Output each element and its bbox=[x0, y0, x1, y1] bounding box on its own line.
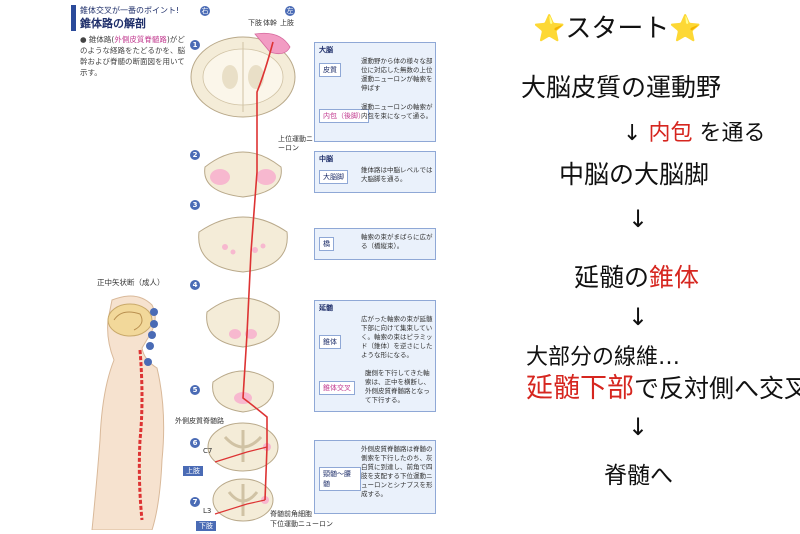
anterior-horn-cell-label: 脊髄前角細胞 bbox=[270, 510, 312, 518]
lower-medulla-highlight: 延髄下部 bbox=[526, 373, 634, 404]
lateral-tract-label: 外側皮質脊髄路 bbox=[175, 417, 224, 425]
figure-title: 錐体路の解剖 bbox=[80, 17, 146, 30]
start-heading: ⭐スタート⭐ bbox=[533, 8, 702, 45]
level-marker-1: 1 bbox=[190, 40, 200, 50]
lower-limb-tag: 下肢 bbox=[196, 521, 216, 531]
cerebral-peduncle-tag: 大脳脚 bbox=[319, 170, 348, 184]
label-trunk-top: 体幹 bbox=[263, 19, 277, 27]
arrow-down-icon-3: ↓ bbox=[628, 303, 649, 331]
l3-label: L3 bbox=[203, 507, 212, 515]
cortex-description: 運動野から体の様々な部位に対応した無数の上位運動ニューロンが軸索を伸ばす bbox=[361, 57, 433, 92]
corticospinal-tract-line bbox=[242, 41, 274, 501]
cerebrum-box: 大脳 皮質 運動野から体の様々な部位に対応した無数の上位運動ニューロンが軸索を伸… bbox=[314, 42, 436, 142]
star-icon-right: ⭐ bbox=[669, 14, 702, 44]
level-marker-5: 5 bbox=[190, 385, 200, 395]
step-most-fibers: 大部分の線維… bbox=[526, 345, 681, 370]
decussation-description: 腹側を下行してきた軸索は、正中を横断し、外側皮質脊髄路となって下行する。 bbox=[365, 369, 430, 404]
cerebrum-box-title: 大脳 bbox=[319, 46, 333, 54]
cerebral-peduncle-description: 錐体路は中脳レベルでは大脳脚を通る。 bbox=[361, 166, 433, 183]
midbrain-box: 中脳 大脳脚 錐体路は中脳レベルでは大脳脚を通る。 bbox=[314, 151, 436, 193]
start-label: スタート bbox=[565, 14, 670, 44]
cortex-tag: 皮質 bbox=[319, 63, 341, 77]
upper-medulla-section bbox=[206, 297, 280, 348]
step-cerebral-peduncle: 中脳の大脳脚 bbox=[559, 160, 710, 189]
internal-capsule-highlight: 内包 bbox=[648, 121, 693, 146]
level-marker-2: 2 bbox=[190, 150, 200, 160]
c7-label: C7 bbox=[203, 447, 213, 455]
sagittal-body-diagram bbox=[91, 295, 165, 530]
pons-tag: 橋 bbox=[319, 237, 334, 251]
medulla-prefix: 延髄の bbox=[574, 263, 650, 292]
medulla-box: 延髄 錐体 広がった軸索の束が延髄下部に向けて集束していく。軸索の束はピラミッド… bbox=[314, 300, 436, 412]
lower-limb-branch-line bbox=[214, 499, 266, 515]
pons-description: 軸索の束がまばらに広がる（橋縦束）。 bbox=[361, 233, 433, 250]
pyramid-highlight: 錐体 bbox=[649, 263, 700, 292]
intro-pre: ● 錐体路( bbox=[80, 35, 115, 44]
medulla-box-title: 延髄 bbox=[319, 304, 333, 312]
level-marker-7: 7 bbox=[190, 497, 200, 507]
internal-capsule-tag: 内包（後脚） bbox=[319, 109, 369, 123]
step-decussation: 延髄下部で反対側へ交叉 bbox=[526, 366, 800, 405]
spinal-cord-tag: 頸髄〜腰髄 bbox=[319, 467, 361, 491]
lower-motor-neuron-label: 下位運動ニューロン bbox=[270, 520, 333, 528]
intro-highlight: 外側皮質脊髄路 bbox=[114, 35, 167, 44]
right-side-label: 右 bbox=[200, 6, 210, 16]
header-accent-bar bbox=[71, 5, 76, 31]
pons-section bbox=[198, 216, 288, 273]
figure-kicker: 錐体交叉が一番のポイント! bbox=[80, 6, 180, 15]
star-icon-left: ⭐ bbox=[533, 14, 566, 44]
arrow-down-icon-2: ↓ bbox=[628, 205, 649, 233]
label-upper-limb-top: 上肢 bbox=[280, 19, 294, 27]
arrow-down-icon-4: ↓ bbox=[628, 413, 649, 441]
decussation-suffix: で反対側へ交叉 bbox=[634, 374, 800, 403]
label-lower-limb-top: 下肢 bbox=[248, 19, 262, 27]
internal-capsule-suffix: を通る bbox=[699, 121, 766, 146]
spinal-box: 頸髄〜腰髄 外側皮質脊髄路は脊髄の側索を下行したのち、灰白質に到達し、前角で四肢… bbox=[314, 440, 436, 514]
pons-box: 橋 軸索の束がまばらに広がる（橋縦束）。 bbox=[314, 228, 436, 260]
upper-limb-branch-line bbox=[214, 446, 268, 463]
pyramid-tag: 錐体 bbox=[319, 335, 341, 349]
anatomy-diagram bbox=[190, 32, 296, 522]
decussation-tag: 錐体交叉 bbox=[319, 381, 355, 395]
step-motor-cortex: 大脳皮質の運動野 bbox=[521, 73, 722, 102]
level-marker-6: 6 bbox=[190, 438, 200, 448]
midbrain-box-title: 中脳 bbox=[319, 155, 333, 163]
level-marker-4: 4 bbox=[190, 280, 200, 290]
arrow-down-icon: ↓ bbox=[623, 121, 642, 146]
brain-section bbox=[190, 32, 296, 118]
midbrain-section bbox=[204, 151, 282, 198]
sagittal-section-title: 正中矢状断（成人） bbox=[97, 278, 165, 287]
level-marker-3: 3 bbox=[190, 200, 200, 210]
step-medulla-pyramid: 延髄の錐体 bbox=[574, 258, 699, 294]
left-side-label: 左 bbox=[285, 6, 295, 16]
intro-post: )がどのような経路をたどるかを、脳幹および脊髄の断面図を用いて示す。 bbox=[80, 35, 185, 77]
figure-intro: ● 錐体路(外側皮質脊髄路)がどのような経路をたどるかを、脳幹および脊髄の断面図… bbox=[80, 34, 190, 78]
step-internal-capsule: ↓ 内包 を通る bbox=[623, 115, 765, 147]
upper-limb-tag: 上肢 bbox=[183, 466, 203, 476]
step-spinal-cord: 脊髄へ bbox=[604, 463, 673, 489]
upper-motor-neuron-label: 上位運動ニューロン bbox=[278, 135, 320, 152]
pyramid-description: 広がった軸索の束が延髄下部に向けて集束していく。軸索の束はピラミッド（錐体）を逆… bbox=[361, 315, 433, 359]
internal-capsule-description: 運動ニューロンの軸索が内包を束になって通る。 bbox=[361, 103, 433, 120]
spinal-cord-description: 外側皮質脊髄路は脊髄の側索を下行したのち、灰白質に到達し、前角で四肢を支配する下… bbox=[361, 445, 433, 498]
